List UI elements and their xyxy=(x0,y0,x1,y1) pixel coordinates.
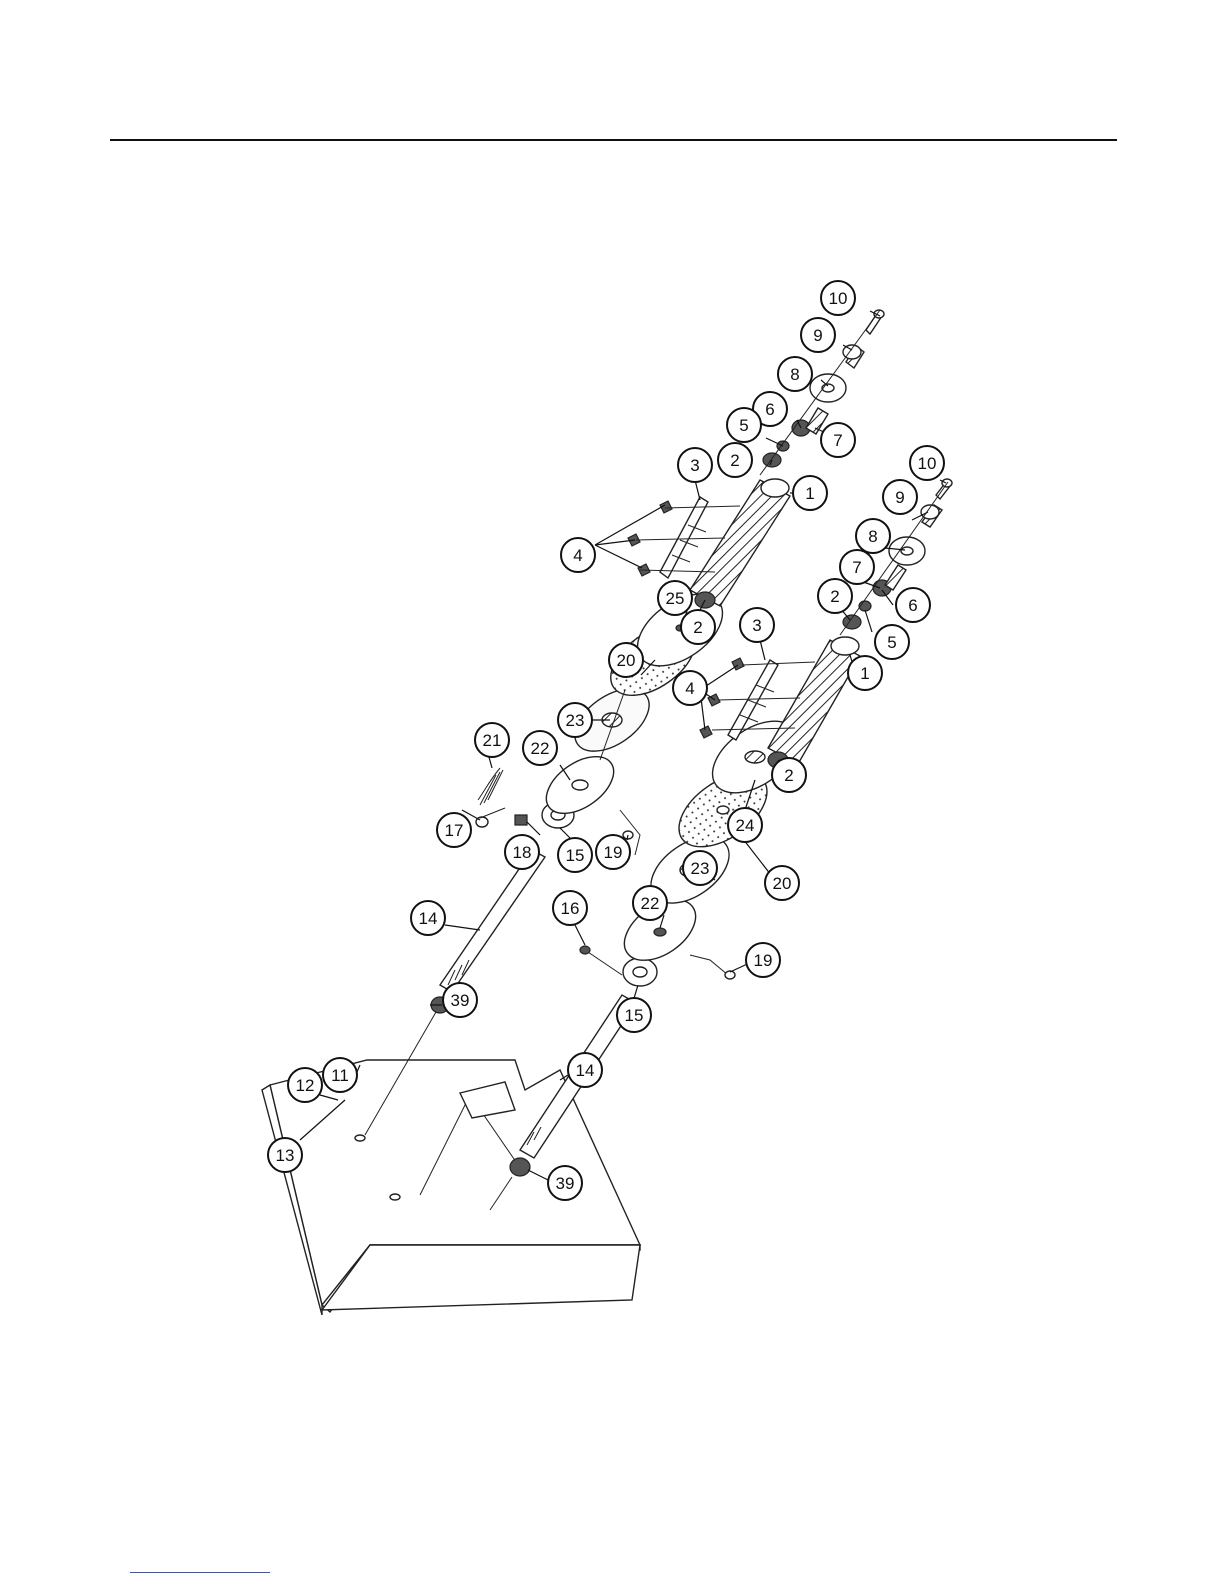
callout-label: 21 xyxy=(483,731,502,750)
callout-15-upper: 15 xyxy=(558,838,592,872)
callout-1-lower: 1 xyxy=(848,656,882,690)
callout-label: 20 xyxy=(773,874,792,893)
callout-14-upper: 14 xyxy=(411,901,445,935)
callout-label: 1 xyxy=(860,664,869,683)
callout-11: 11 xyxy=(323,1058,357,1092)
callout-label: 12 xyxy=(296,1076,315,1095)
callout-25: 25 xyxy=(658,581,692,615)
callout-14-lower: 14 xyxy=(568,1053,602,1087)
callout-label: 11 xyxy=(331,1066,349,1085)
callout-17: 17 xyxy=(437,813,471,847)
callout-label: 1 xyxy=(805,484,814,503)
callout-label: 24 xyxy=(736,816,755,835)
callout-label: 10 xyxy=(918,454,937,473)
callout-10-lower: 10 xyxy=(910,446,944,480)
callout-18: 18 xyxy=(505,835,539,869)
callout-label: 39 xyxy=(451,991,470,1010)
callout-39-lower: 39 xyxy=(548,1166,582,1200)
callout-label: 18 xyxy=(513,843,532,862)
callout-2-lower-left: 2 xyxy=(772,758,806,792)
callout-label: 19 xyxy=(604,843,623,862)
callout-1-upper: 1 xyxy=(793,476,827,510)
callout-2-lower-right: 2 xyxy=(818,579,852,613)
callout-label: 2 xyxy=(784,766,793,785)
callout-23-lower: 23 xyxy=(683,851,717,885)
callout-label: 23 xyxy=(566,711,585,730)
callout-39-upper: 39 xyxy=(443,983,477,1017)
callout-19-upper: 19 xyxy=(596,835,630,869)
callout-3-lower: 3 xyxy=(740,608,774,642)
callout-label: 5 xyxy=(739,416,748,435)
callout-label: 6 xyxy=(765,400,774,419)
upper-roller xyxy=(628,479,790,608)
callout-label: 10 xyxy=(829,289,848,308)
callout-5-upper: 5 xyxy=(727,408,761,442)
callout-label: 25 xyxy=(666,589,685,608)
callout-label: 2 xyxy=(730,451,739,470)
callout-4-lower: 4 xyxy=(673,671,707,705)
callout-13: 13 xyxy=(268,1138,302,1172)
callout-label: 22 xyxy=(641,894,660,913)
callout-20-upper: 20 xyxy=(609,643,643,677)
callout-label: 8 xyxy=(868,527,877,546)
callout-15-lower: 15 xyxy=(617,998,651,1032)
callout-9-lower: 9 xyxy=(883,480,917,514)
callout-label: 9 xyxy=(813,326,822,345)
callout-label: 19 xyxy=(754,951,773,970)
callout-label: 7 xyxy=(833,431,842,450)
callout-label: 15 xyxy=(566,846,585,865)
callout-label: 22 xyxy=(531,739,550,758)
callout-label: 8 xyxy=(790,365,799,384)
callout-label: 4 xyxy=(685,679,694,698)
callout-22-upper: 22 xyxy=(523,731,557,765)
callout-10-upper: 10 xyxy=(821,281,855,315)
callout-label: 23 xyxy=(691,859,710,878)
callout-3-upper: 3 xyxy=(678,448,712,482)
callout-20-lower: 20 xyxy=(765,866,799,900)
callout-label: 2 xyxy=(830,587,839,606)
callout-6-lower: 6 xyxy=(896,588,930,622)
callout-16: 16 xyxy=(553,891,587,925)
callout-label: 6 xyxy=(908,596,917,615)
callout-label: 20 xyxy=(617,651,636,670)
callout-8-lower: 8 xyxy=(856,519,890,553)
callout-label: 4 xyxy=(573,546,582,565)
callout-label: 7 xyxy=(852,558,861,577)
callout-label: 39 xyxy=(556,1174,575,1193)
callout-label: 5 xyxy=(887,633,896,652)
callout-24: 24 xyxy=(728,808,762,842)
callout-23-upper: 23 xyxy=(558,703,592,737)
callout-8-upper: 8 xyxy=(778,357,812,391)
callout-7-upper: 7 xyxy=(821,423,855,457)
callout-label: 3 xyxy=(690,456,699,475)
callout-22-lower: 22 xyxy=(633,886,667,920)
callout-label: 16 xyxy=(561,899,580,918)
callout-label: 13 xyxy=(276,1146,295,1165)
callout-21: 21 xyxy=(475,723,509,757)
callout-4-upper: 4 xyxy=(561,538,595,572)
callout-label: 2 xyxy=(693,618,702,637)
callout-label: 14 xyxy=(576,1061,595,1080)
callout-label: 14 xyxy=(419,909,438,928)
callout-19-lower: 19 xyxy=(746,943,780,977)
housing-plate xyxy=(262,1060,640,1315)
callout-12: 12 xyxy=(288,1068,322,1102)
callout-label: 3 xyxy=(752,616,761,635)
footer-link-underline[interactable] xyxy=(130,1572,270,1573)
callout-7-lower: 7 xyxy=(840,550,874,584)
callout-label: 17 xyxy=(445,821,464,840)
callout-label: 9 xyxy=(895,488,904,507)
callout-2-upper-left: 2 xyxy=(681,610,715,644)
callout-5-lower: 5 xyxy=(875,625,909,659)
callout-label: 15 xyxy=(625,1006,644,1025)
callout-9-upper: 9 xyxy=(801,318,835,352)
callout-2-upper-right: 2 xyxy=(718,443,752,477)
